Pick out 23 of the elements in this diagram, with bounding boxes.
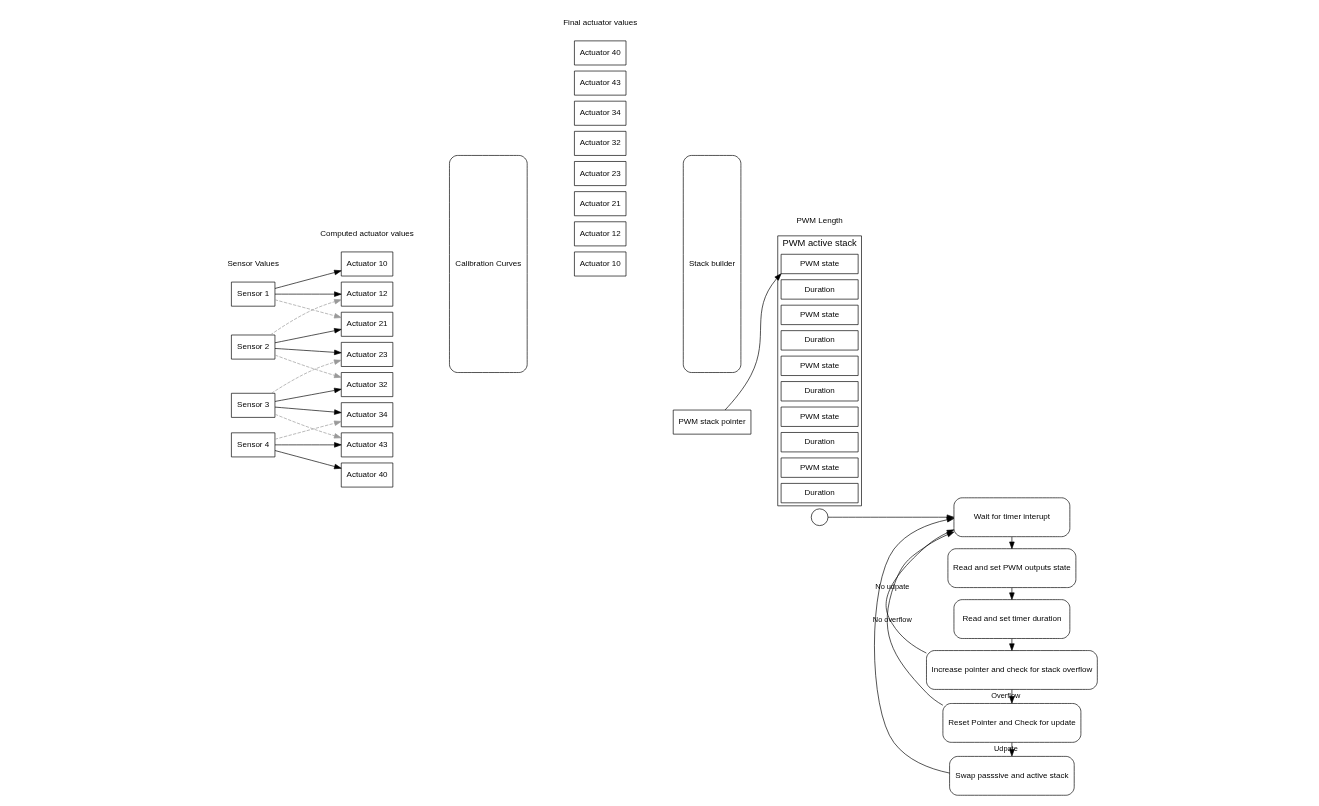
arrow [274,442,342,448]
arrow [274,348,342,355]
arrow [1009,587,1015,600]
arrow [274,299,342,319]
node-circle [810,508,829,526]
arrow [274,420,342,440]
edge-label: Udpate [994,744,1018,754]
arrow [274,328,342,344]
arrow [274,269,342,289]
arrow [274,406,342,415]
edge-label: No overflow [872,614,912,624]
arrow [274,413,342,439]
edge-label: No udpate [875,582,910,592]
arrow [274,387,342,402]
arrow [1009,638,1015,651]
arrow [274,354,342,378]
edge-label: Overflow [991,691,1021,701]
arrow [274,291,342,297]
arrow [724,273,782,411]
arrow [271,359,342,394]
arrow [270,299,342,336]
arrow [1009,536,1015,549]
arrow [274,450,342,470]
